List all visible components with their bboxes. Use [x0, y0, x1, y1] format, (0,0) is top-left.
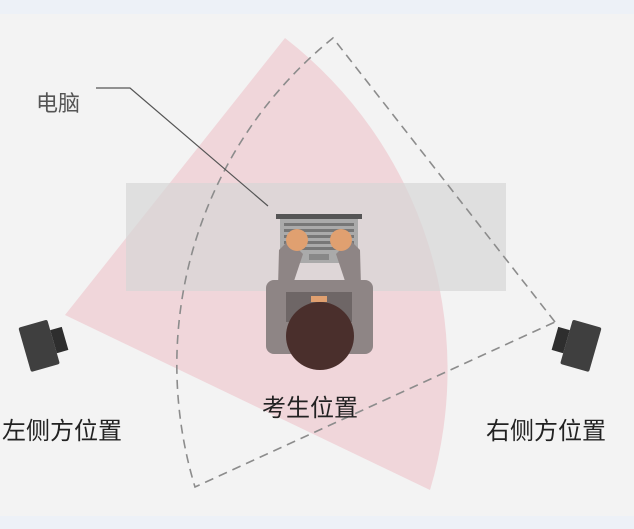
person-head	[286, 302, 354, 370]
computer-label: 电脑	[36, 92, 81, 117]
right-hand	[330, 229, 352, 251]
right-camera-view-area	[176, 36, 557, 489]
left-hand	[286, 229, 308, 251]
left-camera-icon	[18, 320, 69, 372]
right-side-position-label: 右侧方位置	[486, 417, 606, 445]
candidate-position-label: 考生位置	[262, 394, 358, 422]
exam-layout-diagram: 电脑 考生位置 左侧方位置 右侧方位置	[0, 14, 634, 516]
left-side-position-label: 左侧方位置	[2, 417, 122, 445]
person-topdown-icon	[266, 229, 373, 370]
diagram-canvas	[18, 36, 602, 490]
computer-leader-line	[96, 87, 269, 207]
right-camera-icon	[551, 320, 602, 372]
